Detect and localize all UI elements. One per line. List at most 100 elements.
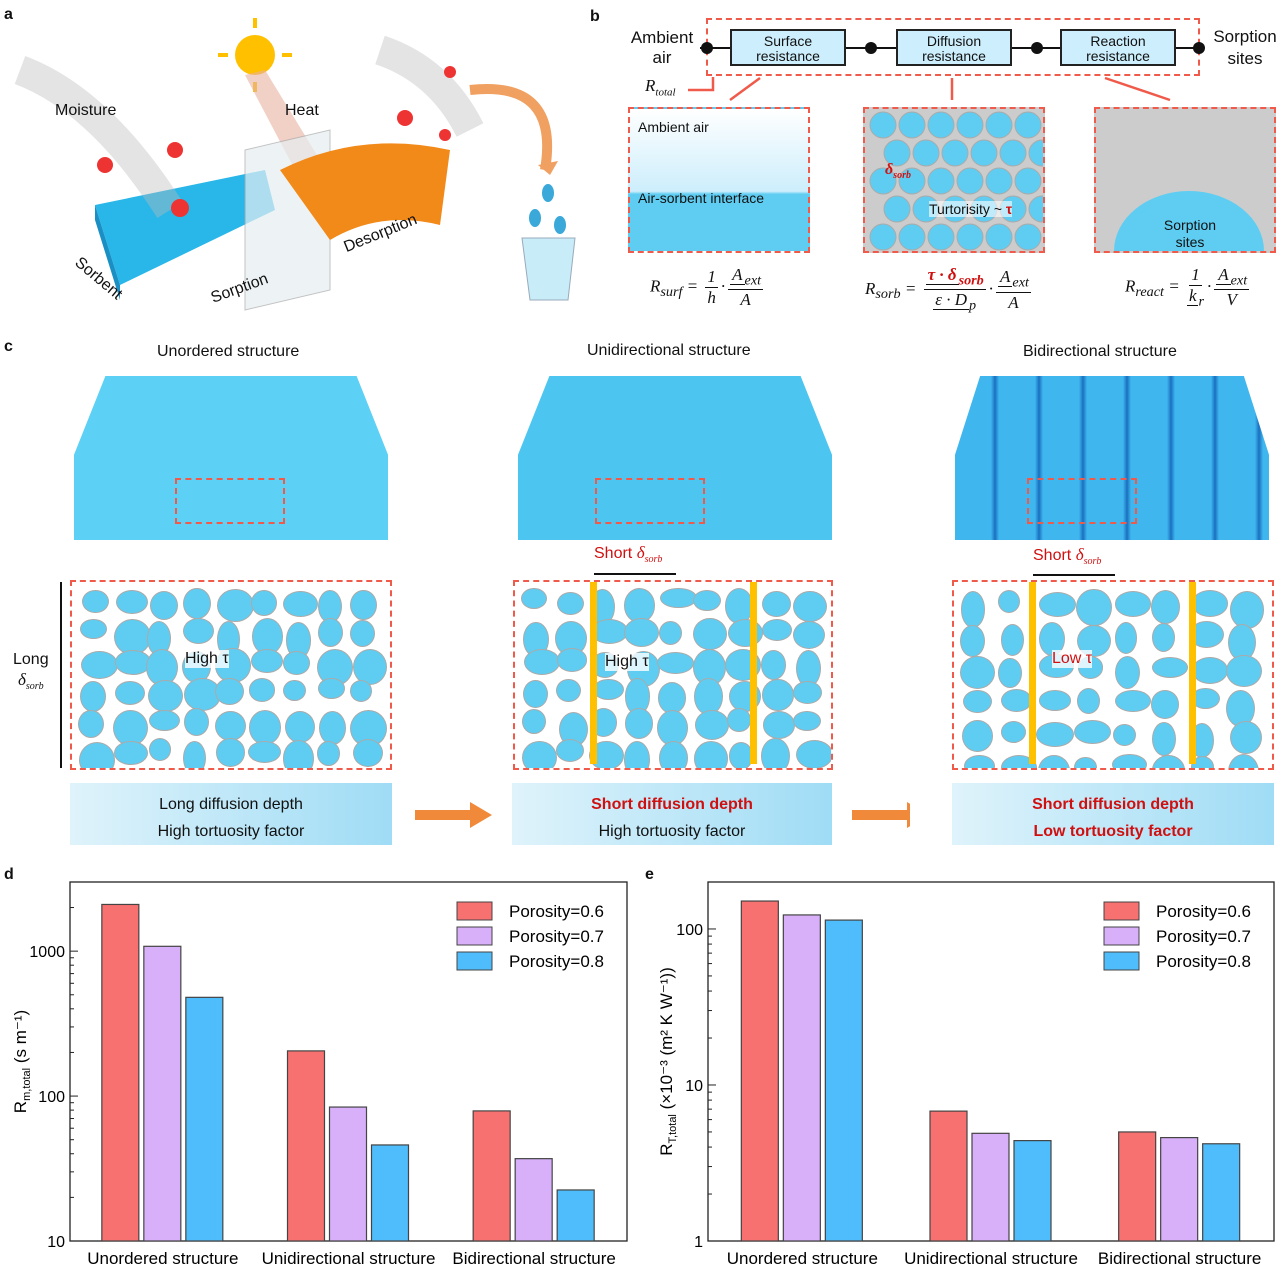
delta-symbol: δ — [885, 161, 894, 178]
pore-particle — [793, 590, 827, 622]
zoom-box-3 — [1027, 478, 1137, 524]
pore-view-bidirectional — [952, 580, 1274, 770]
pore-particle — [623, 618, 659, 648]
pore-particle — [761, 590, 792, 618]
tortuosity-text: Turtorisity ~ — [929, 201, 1006, 217]
caption-line: Low tortuosity factor — [1033, 823, 1193, 840]
zoom-box-2 — [595, 478, 705, 524]
pore-particle — [1112, 753, 1148, 768]
pore-particle — [522, 740, 558, 768]
pore-particle — [149, 590, 178, 620]
eq-den: A — [1008, 292, 1019, 312]
pore-particle — [1229, 591, 1265, 629]
panel-label-c: c — [4, 338, 13, 355]
particle — [1028, 139, 1043, 167]
particle — [999, 139, 1027, 167]
pore-particle — [250, 649, 283, 674]
pore-particle — [556, 678, 581, 702]
pore-particle — [1227, 754, 1260, 768]
diffusion-channel-arrow — [750, 582, 757, 764]
packed-particles — [869, 111, 1043, 251]
pore-particle — [149, 709, 181, 732]
eq-sub: react — [1135, 283, 1164, 300]
eq-den: ε · D — [933, 290, 969, 311]
high-tau-label-2: High τ — [605, 653, 649, 671]
pore-particle — [760, 649, 787, 680]
y-tick-label: 10 — [47, 1234, 65, 1251]
pore-particle — [556, 648, 588, 672]
pore-particle — [81, 589, 109, 614]
pore-particle — [557, 591, 585, 616]
pore-particle — [350, 589, 377, 620]
bar — [514, 1158, 553, 1242]
pore-particle — [350, 619, 376, 648]
pore-particle — [114, 741, 148, 766]
x-category-label: Unordered structure — [727, 1249, 878, 1268]
pore-particle — [761, 738, 790, 768]
label-moisture: Moisture — [55, 102, 117, 119]
pore-particle — [1114, 655, 1141, 690]
pore-particle — [1191, 657, 1229, 685]
y-tick-label: 1000 — [29, 944, 65, 961]
pore-particle — [659, 620, 683, 645]
reaction-resistance-box: Reaction resistance — [1060, 29, 1176, 66]
pore-particle — [146, 649, 179, 687]
ambient-air-label: Ambient air — [630, 28, 694, 67]
particle — [956, 111, 984, 139]
bidirectional-structure-block — [955, 376, 1269, 540]
diffusion-channel-arrow — [1029, 582, 1036, 764]
pore-particle — [148, 680, 183, 713]
unordered-structure-block — [74, 376, 388, 540]
pore-particle — [963, 754, 995, 768]
pore-particle — [793, 620, 826, 650]
pore-particle — [521, 588, 547, 610]
eq-den: h — [707, 288, 716, 308]
short-depth-arrow-2 — [1033, 574, 1115, 576]
pore-particle — [78, 741, 116, 768]
y-tick-label: 100 — [676, 922, 703, 939]
pore-particle — [793, 681, 823, 705]
pore-particle — [521, 709, 547, 735]
pore-particle — [694, 678, 723, 715]
pore-particle — [694, 710, 730, 740]
pore-particle — [727, 619, 763, 648]
pore-particle — [352, 739, 383, 768]
eq-den-sub: p — [968, 297, 977, 314]
delta-subscript: sorb — [25, 681, 44, 693]
eq-lhs: R — [650, 276, 661, 296]
caption-line: High tortuosity factor — [598, 823, 746, 840]
y-tick-label: 100 — [38, 1089, 65, 1106]
pore-particle — [148, 738, 172, 761]
circuit-nodes — [688, 42, 1205, 102]
delta-subscript: sorb — [893, 170, 911, 182]
pore-particle — [1226, 654, 1262, 688]
pore-particle — [282, 651, 311, 675]
eq-num: A — [730, 265, 745, 285]
pore-particle — [317, 741, 341, 766]
bar — [971, 1132, 1010, 1242]
short-delta-label-2: Short δsorb — [1033, 545, 1101, 567]
bar — [286, 1050, 326, 1242]
short-text: Short — [594, 545, 637, 562]
panel-a-illustration: Moisture Heat Sorbent Sorption Desorptio… — [0, 10, 590, 320]
pore-particle — [960, 624, 986, 658]
inset-diffusion: δsorb Turtorisity ~ τ — [863, 107, 1045, 253]
particle — [869, 111, 897, 139]
pore-particle — [1115, 689, 1151, 713]
pore-particle — [115, 589, 149, 615]
bar — [143, 945, 182, 1242]
sorption-desorption-illustration — [14, 18, 576, 311]
bar — [328, 1106, 368, 1242]
x-category-label: Unordered structure — [87, 1249, 238, 1268]
eq-num: A — [1216, 265, 1231, 285]
pore-particle — [79, 680, 107, 713]
panel-label-e: e — [645, 866, 654, 883]
panel-label-d: d — [4, 866, 14, 883]
eq-num: 1 — [705, 267, 718, 289]
long-text: Long — [13, 651, 49, 668]
pore-particle — [318, 618, 343, 648]
pore-particle — [793, 711, 821, 732]
pore-particle — [1074, 720, 1111, 745]
